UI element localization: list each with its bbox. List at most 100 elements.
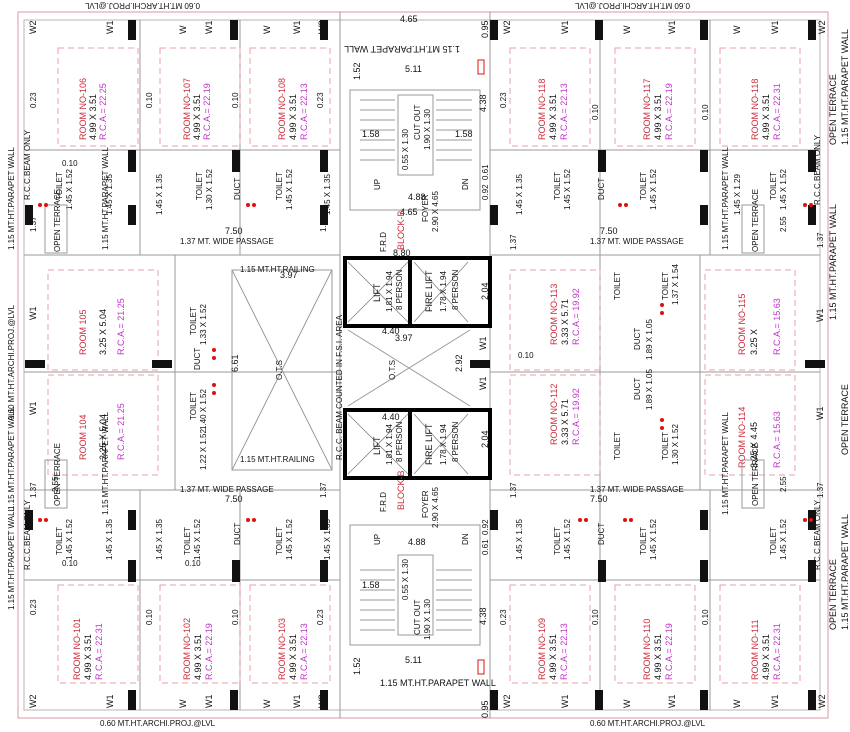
bottom-left-archi-proj: 0.60 MT.HT.ARCHI.PROJ.@LVL: [100, 719, 216, 728]
svg-text:R.C.A.= 21.25: R.C.A.= 21.25: [116, 403, 126, 460]
svg-text:3.33 X 5.71: 3.33 X 5.71: [560, 299, 570, 345]
svg-text:ROOM NO-111: ROOM NO-111: [750, 619, 760, 680]
room-104[interactable]: ROOM 104 3.25 X 5.04 R.C.A.= 21.25: [78, 403, 126, 460]
svg-text:ROOM NO-108: ROOM NO-108: [277, 78, 287, 140]
svg-text:1.37: 1.37: [509, 482, 518, 498]
room-107[interactable]: ROOM NO-107 4.99 X 3.51 R.C.A.= 22.19: [182, 78, 212, 140]
room-102[interactable]: ROOM NO-102 4.99 X 3.51 R.C.A.= 22.19: [182, 618, 214, 680]
svg-text:DUCT: DUCT: [633, 328, 642, 350]
room-117[interactable]: ROOM NO-117 4.99 X 3.51 R.C.A.= 22.19: [642, 79, 674, 140]
dim-397-center: 3.97: [395, 333, 413, 343]
room-103[interactable]: ROOM NO-103 4.99 X 3.51 R.C.A.= 22.13: [277, 618, 309, 680]
room-106[interactable]: ROOM NO-106 4.99 X 3.51 R.C.A.= 22.25: [78, 78, 108, 140]
svg-text:R.C.A.= 22.19: R.C.A.= 22.19: [202, 83, 212, 140]
svg-text:W1: W1: [204, 21, 214, 35]
dim-465-top: 4.65: [400, 14, 418, 24]
svg-text:W1: W1: [28, 307, 38, 321]
svg-text:1.45 X 1.52: 1.45 X 1.52: [563, 519, 572, 560]
svg-text:1.33 X 1.52: 1.33 X 1.52: [199, 304, 208, 345]
foyer-size-bottom: 2.90 X 4.65: [431, 487, 440, 528]
svg-text:W: W: [732, 25, 742, 34]
cut-out-bottom: CUT OUT: [413, 599, 422, 635]
dim-465-mid-top: 4.65: [400, 207, 418, 217]
svg-text:W1: W1: [560, 695, 570, 709]
room-101[interactable]: ROOM NO-101 4.99 X 3.51 R.C.A.= 22.31: [72, 618, 104, 680]
svg-text:TOILET: TOILET: [189, 392, 198, 420]
room-110[interactable]: ROOM NO-110 4.99 X 3.51 R.C.A.= 22.19: [642, 619, 674, 680]
svg-text:4.99 X 3.51: 4.99 X 3.51: [192, 94, 202, 140]
svg-text:1.45 X 1.35: 1.45 X 1.35: [105, 519, 114, 560]
svg-text:R.C.C.BEAM ONLY: R.C.C.BEAM ONLY: [813, 499, 822, 570]
frd-top: F.R.D: [379, 232, 388, 252]
svg-text:TOILET: TOILET: [639, 172, 648, 200]
svg-text:TOILET: TOILET: [553, 527, 562, 555]
svg-text:0.10: 0.10: [591, 104, 600, 120]
svg-text:TOILET: TOILET: [769, 527, 778, 555]
dim-438-bottom: 4.38: [478, 607, 488, 625]
svg-text:R.C.A.= 21.25: R.C.A.= 21.25: [116, 298, 126, 355]
svg-text:ROOM NO-114: ROOM NO-114: [737, 407, 747, 468]
svg-text:ROOM NO-115: ROOM NO-115: [737, 294, 747, 355]
svg-text:1.30 X 1.52: 1.30 X 1.52: [671, 424, 680, 465]
dn-bottom: DN: [461, 533, 470, 545]
svg-text:0.10: 0.10: [62, 559, 78, 568]
svg-text:ROOM NO-113: ROOM NO-113: [549, 284, 559, 345]
foyer-top: FOYER: [421, 194, 430, 222]
passage-top-right: 1.37 MT. WIDE PASSAGE: [590, 237, 684, 246]
svg-text:W: W: [178, 699, 188, 708]
svg-text:1.89 X 1.05: 1.89 X 1.05: [645, 319, 654, 360]
svg-text:R.C.A.= 22.13: R.C.A.= 22.13: [299, 623, 309, 680]
dim-750-top-left: 7.50: [225, 226, 243, 236]
red-markers: [38, 59, 813, 675]
top-left-archi-proj: 0.60 MT.HT.ARCHI.PROJ.@LVL: [84, 1, 200, 10]
svg-text:TOILET: TOILET: [55, 527, 64, 555]
dim-152-bottom: 1.52: [352, 657, 362, 675]
svg-text:TOILET: TOILET: [661, 272, 670, 300]
room-dashed-outlines: [47, 47, 801, 684]
svg-text:TOILET: TOILET: [55, 172, 64, 200]
room-114[interactable]: ROOM NO-114 3.25 X 4.45 R.C.A.= 15.63: [737, 407, 782, 468]
svg-text:4.99 X 3.51: 4.99 X 3.51: [193, 634, 203, 680]
room-108[interactable]: ROOM NO-108 4.99 X 3.51 R.C.A.= 22.13: [277, 78, 309, 140]
room-105[interactable]: ROOM 105 3.25 X 5.04 R.C.A.= 21.25: [78, 298, 126, 355]
svg-text:1.45 X 1.52: 1.45 X 1.52: [649, 519, 658, 560]
svg-text:TOILET: TOILET: [553, 172, 562, 200]
svg-text:0.23: 0.23: [29, 92, 38, 108]
bottom-parapet-wall: 1.15 MT.HT.PARAPET WALL: [380, 678, 496, 688]
room-118-b[interactable]: ROOM NO-118 4.99 X 3.51 R.C.A.= 22.31: [750, 79, 782, 140]
svg-text:TOILET: TOILET: [769, 172, 778, 200]
svg-text:1.37: 1.37: [816, 232, 825, 248]
right-open-terrace-bottom: OPEN TERRACE: [828, 559, 838, 630]
svg-text:W1: W1: [28, 402, 38, 416]
up-top: UP: [373, 179, 382, 190]
room-112[interactable]: ROOM NO-112 3.33 X 5.71 R.C.A.= 19.92: [549, 384, 581, 445]
left-parapet-mid: 1.15 MT.HT.PARAPET WALL: [7, 406, 16, 510]
grid-lines: [24, 12, 820, 718]
svg-text:2.55: 2.55: [779, 476, 788, 492]
svg-text:W1: W1: [667, 695, 677, 709]
cut-out-top: CUT OUT: [413, 104, 422, 140]
block-b-top: BLOCK-B: [396, 210, 406, 250]
dim-880-top: 8.80: [393, 248, 411, 258]
room-111[interactable]: ROOM NO-111 4.99 X 3.51 R.C.A.= 22.31: [750, 619, 782, 680]
room-115[interactable]: ROOM NO-115 3.25 X R.C.A.= 15.63: [737, 294, 782, 355]
room-118-a[interactable]: ROOM NO-118 4.99 X 3.51 R.C.A.= 22.13: [537, 79, 569, 140]
svg-text:W2: W2: [817, 21, 827, 35]
svg-text:TOILET: TOILET: [275, 172, 284, 200]
svg-text:W1: W1: [204, 695, 214, 709]
svg-text:0.92: 0.92: [481, 519, 490, 535]
room-113[interactable]: ROOM NO-113 3.33 X 5.71 R.C.A.= 19.92: [549, 284, 581, 345]
svg-text:R.C.A.= 22.19: R.C.A.= 22.19: [204, 623, 214, 680]
room-109[interactable]: ROOM NO-109 4.99 X 3.51 R.C.A.= 22.13: [537, 618, 569, 680]
svg-text:0.10: 0.10: [145, 92, 154, 108]
svg-text:1.45 X 1.35: 1.45 X 1.35: [105, 174, 114, 215]
svg-text:R.C.C.BEAM ONLY: R.C.C.BEAM ONLY: [23, 499, 32, 570]
toilet-labels: TOILET 1.45 X 1.52 1.45 X 1.35 1.45 X 1.…: [55, 169, 788, 560]
svg-text:4.99 X 3.51: 4.99 X 3.51: [288, 634, 298, 680]
lift-bottom: LIFT: [372, 436, 382, 455]
svg-text:0.10: 0.10: [62, 159, 78, 168]
ots-center-label: O.T.S: [388, 360, 397, 380]
passage-top-left: 1.37 MT. WIDE PASSAGE: [180, 237, 274, 246]
lift-core-bottom: [343, 408, 492, 480]
svg-text:2.55: 2.55: [779, 216, 788, 232]
